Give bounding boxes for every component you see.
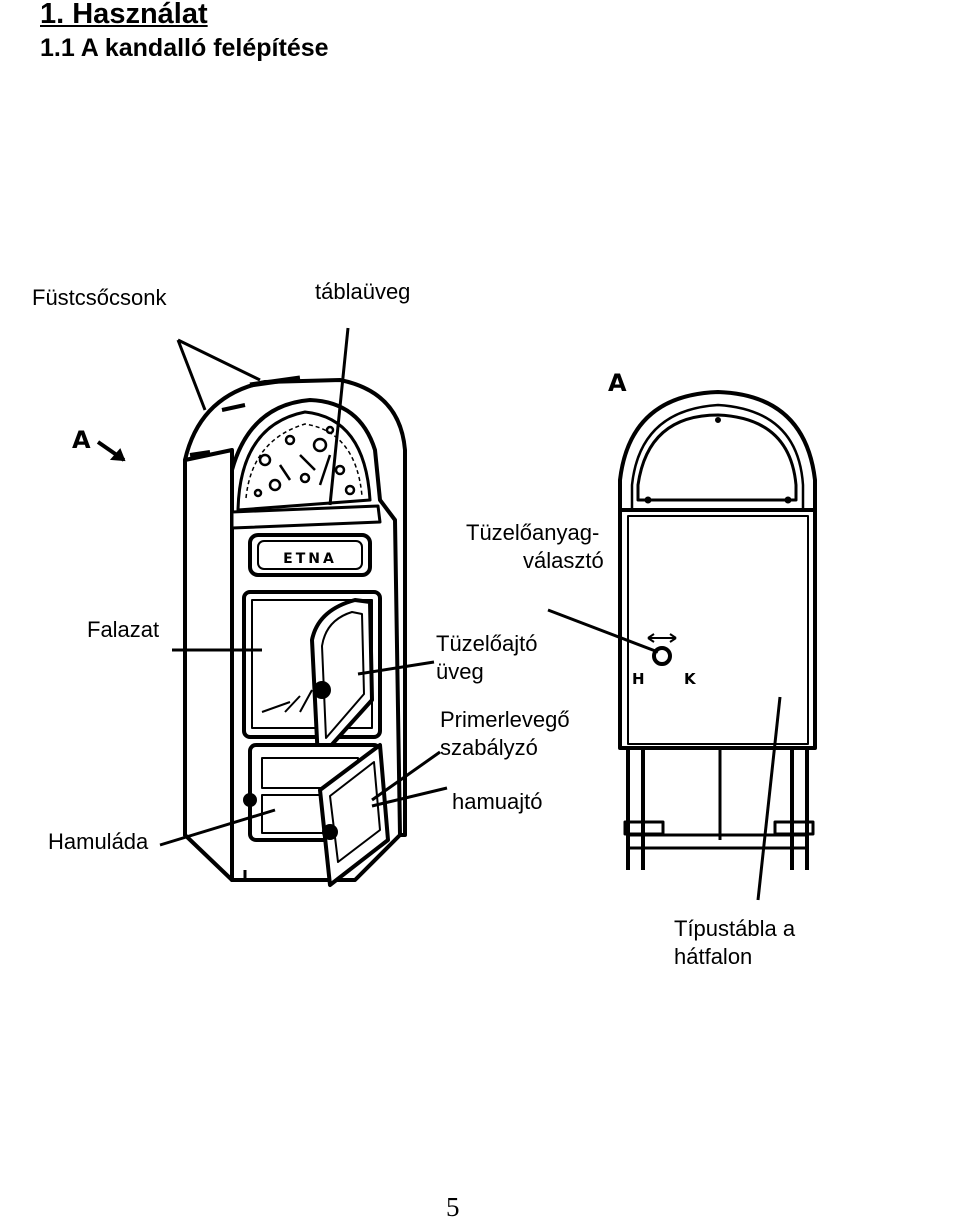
label-fustcsocsonk: Füstcsőcsonk: [32, 285, 167, 310]
label-tuzeloajto-2: üveg: [436, 659, 484, 684]
label-tipustabla-2: hátfalon: [674, 944, 753, 969]
label-tuzeloanyag-2: választó: [523, 548, 604, 573]
subsection-heading: 1.1 A kandalló felépítése: [40, 34, 329, 62]
section-heading: 1. Használat: [40, 0, 208, 30]
leader-lines: [159, 327, 782, 901]
fireplace-front-view: [183, 375, 407, 887]
label-hamuajto: hamuajtó: [452, 789, 543, 814]
label-tipustabla-1: Típustábla a: [674, 916, 796, 941]
label-hamulada: Hamuláda: [48, 829, 149, 854]
label-tablaüveg: táblaüveg: [315, 279, 411, 304]
brand-plate-text: ETNA: [283, 551, 337, 567]
label-primer-2: szabályzó: [440, 735, 538, 760]
h-mark: H: [632, 670, 645, 688]
view-marker-left: A: [72, 426, 91, 454]
label-primer-1: Primerlevegő: [440, 707, 570, 732]
label-falazat: Falazat: [87, 617, 160, 642]
label-tuzeloajto-1: Tüzelőajtó: [436, 631, 538, 656]
fireplace-back-view: [618, 390, 817, 870]
k-mark: K: [684, 670, 697, 688]
page-number: 5: [446, 1192, 460, 1222]
label-tuzeloanyag-1: Tüzelőanyag-: [466, 520, 600, 545]
view-marker-right: A: [608, 369, 627, 397]
